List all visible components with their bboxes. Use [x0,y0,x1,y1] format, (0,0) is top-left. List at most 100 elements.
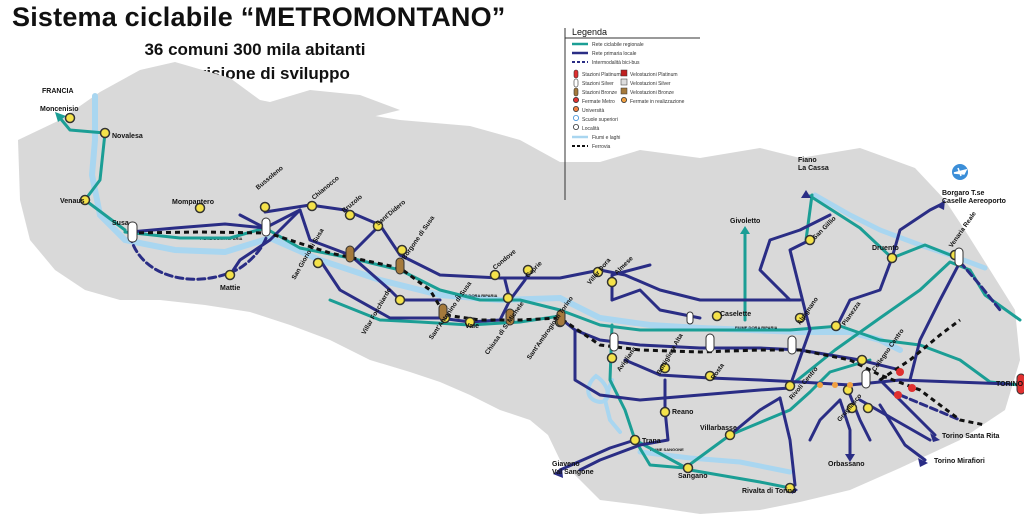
metro-stop-icon [908,384,916,392]
station-marker [711,310,723,322]
station-marker [99,127,111,139]
svg-text:FIUME DORA RIPARIA: FIUME DORA RIPARIA [735,325,778,330]
station-marker [396,244,408,256]
place-label: Mompantero [172,199,214,206]
place-label: Mattie [220,285,240,292]
legend-item-label: Università [582,108,604,114]
arrow-borgaro-icon [936,200,945,210]
metro-stop-icon [894,391,902,399]
svg-text:FIUME SANGONE: FIUME SANGONE [650,447,684,452]
legend-marker [573,124,580,131]
metro-planned-stop-icon [847,382,853,388]
place-label: Torino Mirafiori [934,458,985,465]
station-marker [784,482,796,494]
arrow-fiano-icon [801,190,811,198]
station-marker [704,370,716,382]
station-marker [724,429,736,441]
place-label: Susa [112,220,129,227]
station-marker [64,112,76,124]
station-marker [194,202,206,214]
arrow-orbassano-icon [845,454,855,462]
legend-item-label: Fermate Metro [582,99,615,105]
station-marker [489,269,501,281]
station-marker [794,312,806,324]
legend-marker [621,97,628,104]
legend-marker [573,78,579,88]
station-marker [464,316,476,328]
station-marker [659,406,671,418]
subtitle-line1: 36 comuni 300 mila abitanti [144,40,366,59]
network-arrows [55,112,945,494]
metro-planned-stop-icon [832,382,838,388]
legend-item-label: Stazioni Bronze [582,90,617,96]
legend-item-label: Velostazioni Silver [630,81,671,87]
station-marker [306,200,318,212]
place-label: Orbassano [828,461,865,468]
arrow-francia-icon [55,112,66,122]
place-label: FRANCIA [42,88,74,95]
station-marker [502,292,514,304]
metro-planned-stop-icon [817,382,823,388]
legend-marker [573,87,579,97]
place-label: Druento [872,245,899,252]
place-label: Caselette [720,311,751,318]
legend-marker [573,69,579,79]
arrow-givoletto-icon [740,226,750,234]
place-label: Rivalta di Torino [742,488,796,495]
station-marker [682,462,694,474]
station-marker [259,201,271,213]
place-label: Novalesa [112,133,143,140]
legend-item-label: Rete ciclabile regionale [592,42,644,48]
station-marker [886,252,898,264]
place-label: TORINO [996,381,1024,388]
station-marker [592,266,604,278]
legend-item-label: Velostazioni Platinum [630,72,678,78]
place-label: Trana [642,438,661,445]
territory-lobe-north [260,90,400,120]
airport-icon [952,164,968,180]
map-title: Sistema ciclabile “METROMONTANO” [12,2,506,32]
legend-marker [620,69,628,77]
legend-item-label: Rete primaria locale [592,51,637,57]
legend-title: Legenda [572,27,607,37]
legend-marker [573,115,580,122]
place-label: Sangano [678,473,708,480]
legend-item-label: Ferrovia [592,144,611,150]
station-marker [606,352,618,364]
station-marker [846,402,858,414]
place-label: Givoletto [730,218,760,225]
station-marker [522,264,534,276]
station-marker [224,269,236,281]
place-label: Torino Santa Rita [942,433,1000,440]
velostations [127,217,1024,395]
station-marker [344,209,356,221]
metro-stops [817,368,916,399]
legend-item-label: Stazioni Silver [582,81,614,87]
place-label: Villarbasse [700,425,737,432]
arrow-santarita-icon [930,433,940,442]
station-marker [856,354,868,366]
station-marker [862,402,874,414]
station-marker [629,434,641,446]
legend-marker [620,78,628,86]
legend-item-label: Fermate in realizzazione [630,99,685,105]
legend-item-label: Stazioni Platinum [582,72,621,78]
arrow-mirafiori-icon [918,458,928,467]
station-marker [830,320,842,332]
station-marker [784,380,796,392]
station-marker [394,294,406,306]
legend-item-label: Velostazioni Bronze [630,90,674,96]
legend-item-label: Scuole superiori [582,117,618,123]
place-label: Venaus [60,198,85,205]
railway [129,230,986,427]
place-label: Vaie [465,323,479,330]
station-marker [804,234,816,246]
legend-marker [620,87,628,95]
legend-marker [573,106,580,113]
svg-text:FIUME DORA RIPARIA: FIUME DORA RIPARIA [455,293,498,298]
